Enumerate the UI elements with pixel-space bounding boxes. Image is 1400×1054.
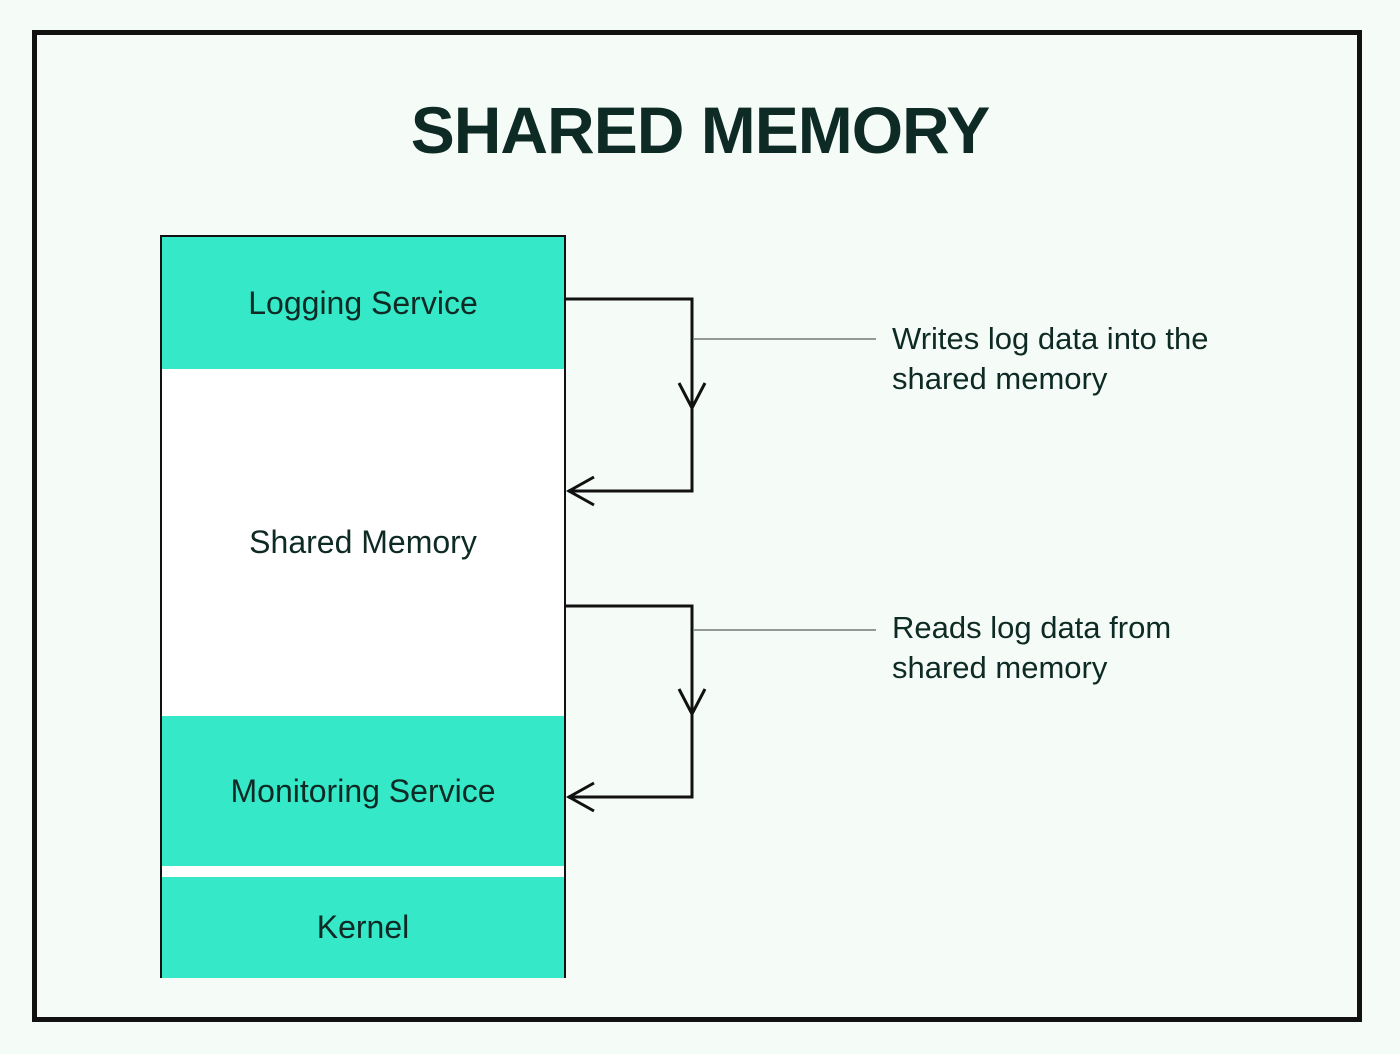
logging-service-block: Logging Service: [162, 237, 564, 369]
shared-memory-block: Shared Memory: [162, 369, 564, 716]
read-annotation-line-1: Reads log data from: [892, 610, 1172, 645]
read-down-arrowhead: [677, 688, 707, 718]
read-annotation-line-2: shared memory: [892, 650, 1108, 685]
read-connector: [565, 604, 707, 813]
read-annotation: Reads log data from shared memory: [892, 608, 1312, 688]
read-left-arrowhead: [565, 781, 595, 813]
logging-service-label: Logging Service: [248, 284, 478, 321]
write-annotation: Writes log data into the shared memory: [892, 319, 1312, 399]
kernel-label: Kernel: [316, 909, 410, 945]
write-flow-line: [566, 297, 694, 493]
memory-stack: Logging Service Shared Memory Monitoring…: [160, 235, 566, 978]
block-separator: [162, 866, 564, 877]
kernel-block: Kernel: [162, 877, 564, 978]
diagram-title: SHARED MEMORY: [410, 93, 991, 167]
write-down-arrowhead: [677, 382, 707, 412]
write-annotation-line-2: shared memory: [892, 361, 1108, 396]
write-connector: [565, 297, 707, 507]
read-flow-line: [566, 604, 694, 799]
shared-memory-label: Shared Memory: [249, 524, 477, 560]
write-left-arrowhead: [565, 475, 595, 507]
monitoring-service-label: Monitoring Service: [230, 772, 496, 809]
write-annotation-line-1: Writes log data into the: [892, 321, 1209, 356]
monitoring-service-block: Monitoring Service: [162, 716, 564, 866]
